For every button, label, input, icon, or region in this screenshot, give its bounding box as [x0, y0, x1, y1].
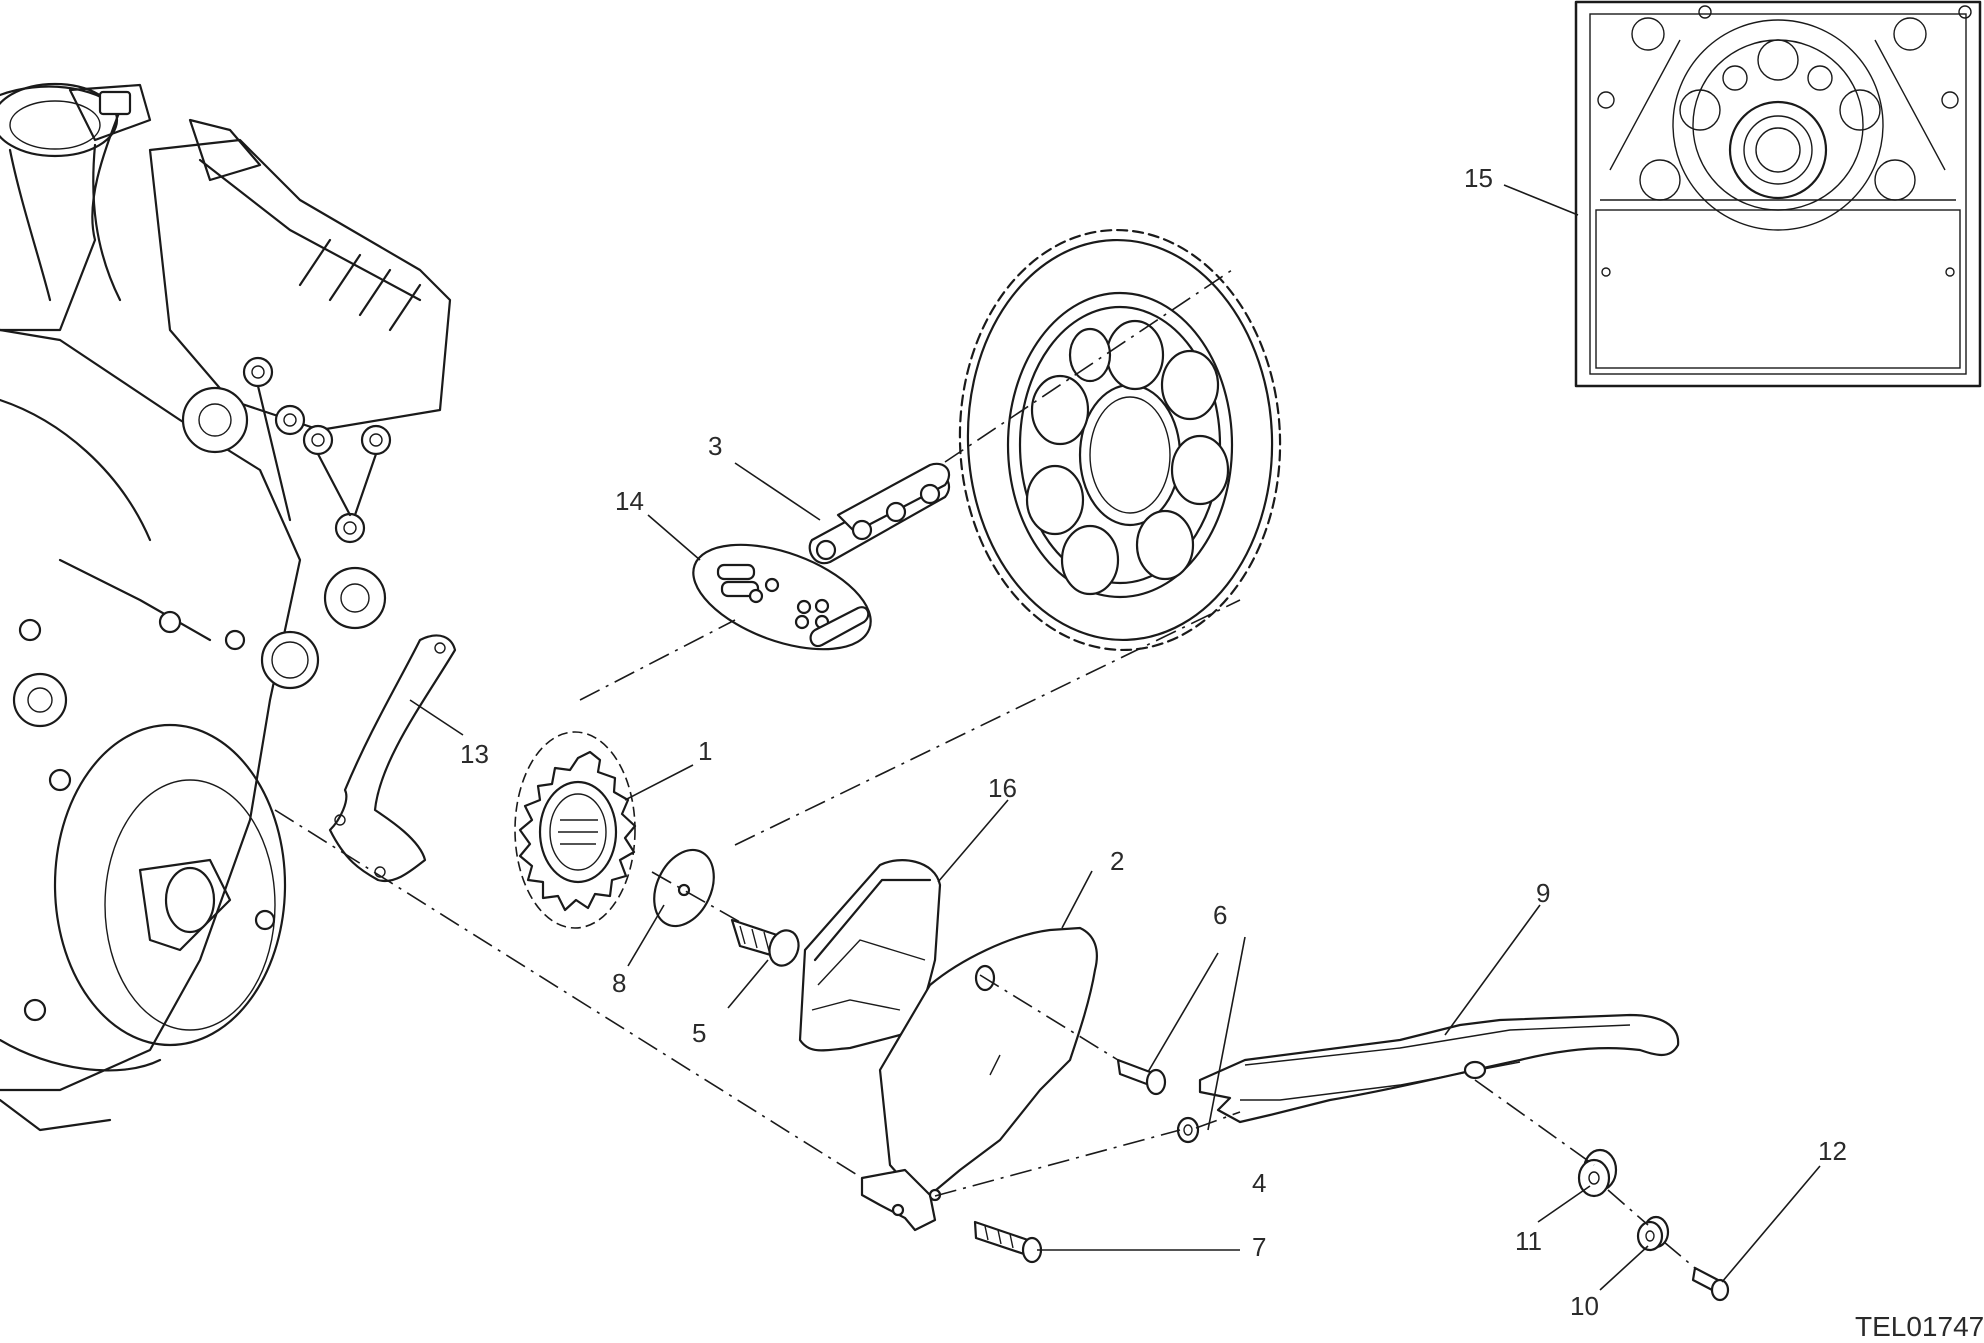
callout-6: 6	[1213, 900, 1227, 930]
callout-12: 12	[1818, 1136, 1847, 1166]
chain-link	[808, 462, 951, 565]
sprocket-cover	[798, 859, 942, 1052]
callout-4: 4	[1252, 1168, 1266, 1198]
screw-cover-bottom	[973, 1220, 1043, 1264]
callout-7: 7	[1252, 1232, 1266, 1262]
callout-13: 13	[460, 739, 489, 769]
assembly-lines	[274, 267, 1696, 1269]
callout-2: 2	[1110, 846, 1124, 876]
callout-14: 14	[615, 486, 644, 516]
callout-16: 16	[988, 773, 1017, 803]
rubber-bush	[1577, 1148, 1618, 1198]
callout-15: 15	[1464, 163, 1493, 193]
screw-slider	[1691, 1266, 1730, 1302]
drawing-code: TEL01747	[1855, 1311, 1984, 1342]
spacer	[1176, 1116, 1200, 1144]
bolt-sprocket	[730, 918, 800, 967]
callout-11: 11	[1515, 1226, 1542, 1256]
chain-joint-kit	[692, 543, 872, 651]
callout-1: 1	[698, 736, 712, 766]
chain-slider	[1198, 1013, 1680, 1124]
chain-guard	[860, 926, 1098, 1232]
callout-5: 5	[692, 1018, 706, 1048]
leader-lines	[409, 184, 1821, 1291]
callout-10: 10	[1570, 1291, 1599, 1321]
rear-sprocket	[958, 228, 1282, 652]
callout-8: 8	[612, 968, 626, 998]
inset-detail-box	[1574, 0, 1982, 388]
callout-labels: 1 2 3 4 5 6 7 8 9 10 11 12 13 14 15 16	[460, 163, 1847, 1321]
gasket-bracket	[328, 634, 457, 883]
screw-cover-top	[1116, 1058, 1167, 1096]
engine-block	[0, 82, 452, 1132]
callout-9: 9	[1536, 878, 1550, 908]
pulley-group	[242, 356, 392, 544]
callout-3: 3	[708, 431, 722, 461]
small-washer	[1636, 1215, 1670, 1252]
front-sprocket	[514, 731, 637, 929]
